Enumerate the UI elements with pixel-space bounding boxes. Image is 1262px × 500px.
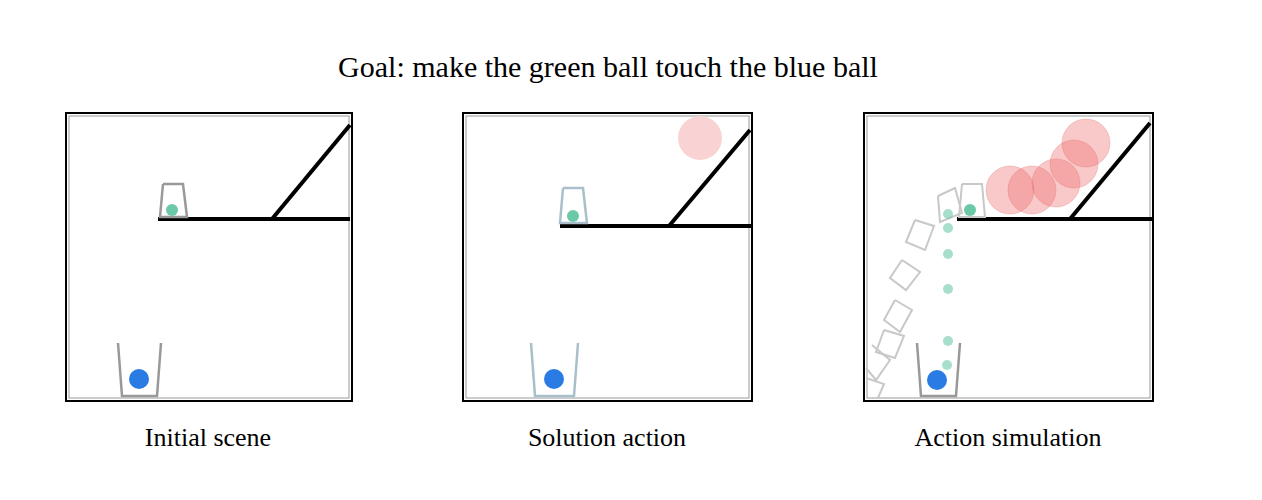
panel-caption: Solution action: [528, 423, 686, 453]
simulation-panel: [864, 113, 1153, 401]
initial-panel: [66, 113, 352, 401]
goal-title: Goal: make the green ball touch the blue…: [338, 50, 878, 84]
solution-panel: [463, 113, 752, 401]
panel-caption: Initial scene: [145, 423, 271, 453]
panel-caption: Action simulation: [914, 423, 1101, 453]
